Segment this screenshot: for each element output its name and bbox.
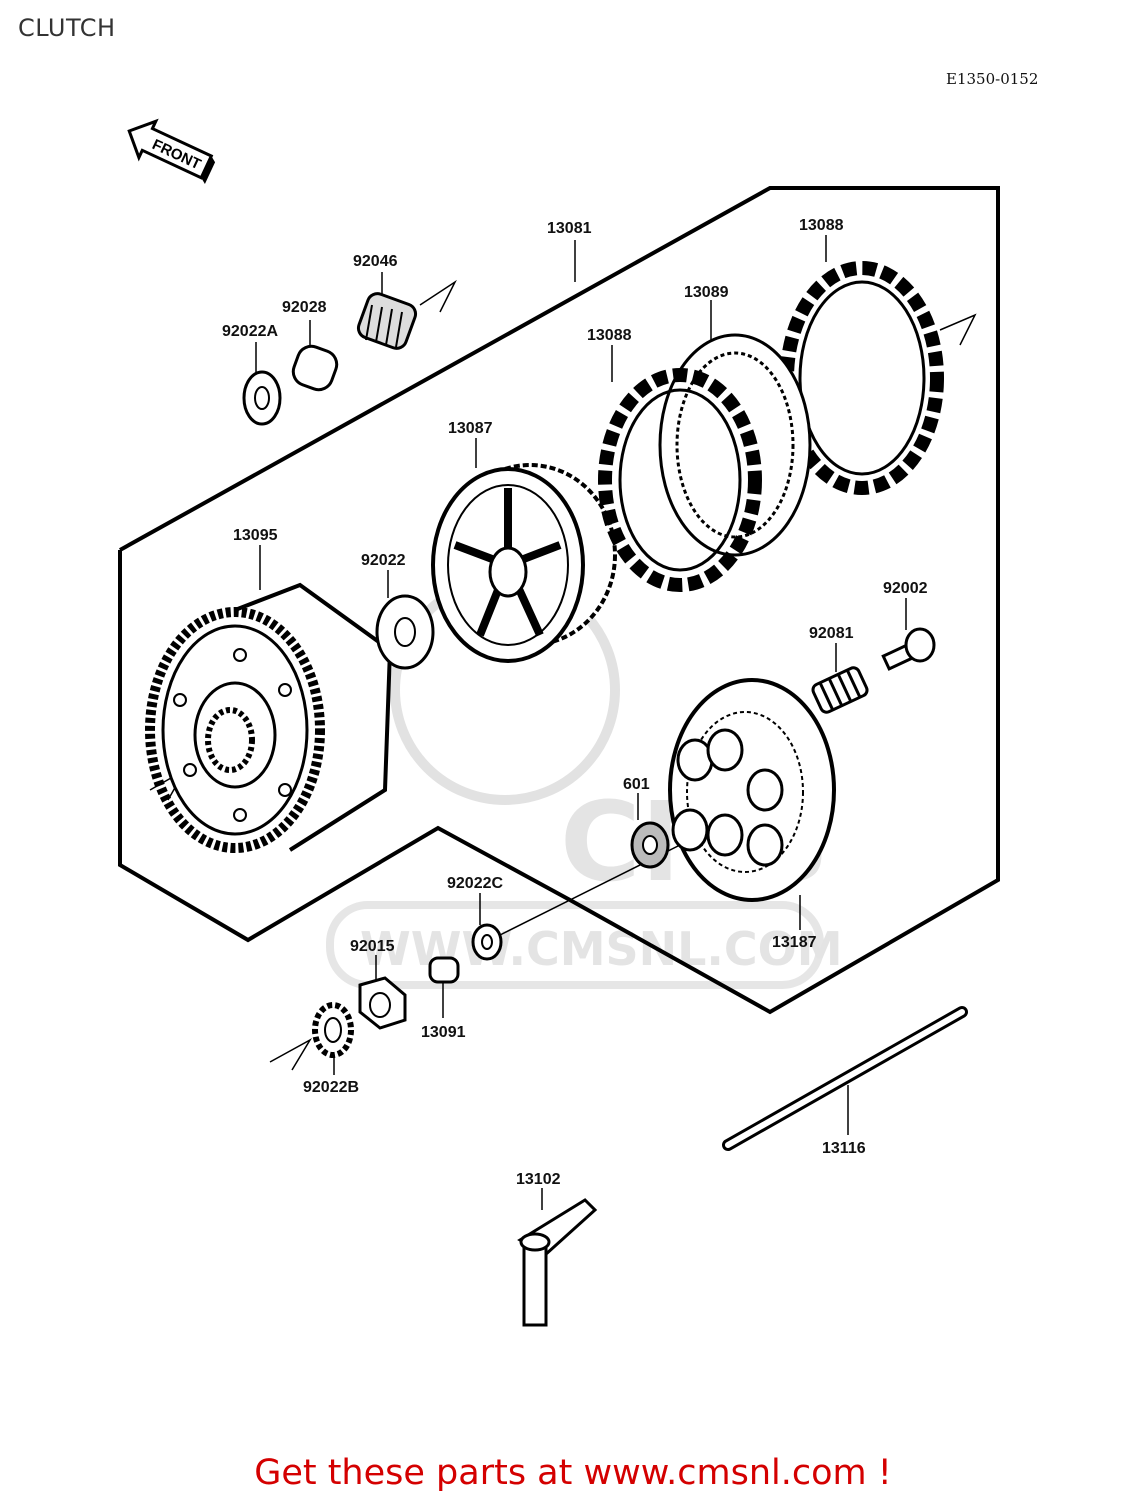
part-labels: 13081 13088 13089 13088 92046 92028 9202… bbox=[222, 217, 928, 1188]
footer-promo-link[interactable]: Get these parts at www.cmsnl.com ! bbox=[254, 1453, 892, 1493]
clutch-housing-13095 bbox=[145, 582, 393, 853]
label-13089: 13089 bbox=[684, 284, 729, 301]
label-92015: 92015 bbox=[350, 938, 395, 955]
label-92022: 92022 bbox=[361, 552, 406, 569]
label-92022A: 92022A bbox=[222, 323, 278, 340]
lockwasher-92022B bbox=[312, 1002, 354, 1058]
friction-plate-13088-front bbox=[598, 368, 762, 592]
nut-92015 bbox=[358, 976, 407, 1030]
label-13081: 13081 bbox=[547, 220, 592, 237]
label-13091: 13091 bbox=[421, 1024, 466, 1041]
washer-92022C bbox=[471, 923, 503, 961]
label-92028: 92028 bbox=[282, 299, 327, 316]
clutch-hub-13087 bbox=[431, 463, 617, 663]
diagram-code: E1350-0152 bbox=[946, 70, 1039, 88]
spring-92081 bbox=[811, 666, 869, 714]
bearing-601 bbox=[630, 821, 670, 869]
label-13088-rear: 13088 bbox=[799, 217, 844, 234]
collar-13091 bbox=[428, 956, 460, 984]
parts-diagram: CMS WWW.CMSNL.COM FRONT bbox=[118, 118, 1000, 1327]
washer-92022 bbox=[375, 594, 435, 670]
label-13087: 13087 bbox=[448, 420, 493, 437]
bearing-92046 bbox=[356, 292, 418, 350]
label-601: 601 bbox=[623, 776, 650, 793]
label-13102: 13102 bbox=[516, 1171, 561, 1188]
sleeve-92028 bbox=[291, 344, 339, 392]
page-title: CLUTCH bbox=[18, 14, 116, 42]
label-13095: 13095 bbox=[233, 527, 278, 544]
pushrod-13116 bbox=[722, 1006, 968, 1151]
washer-92022A bbox=[242, 370, 282, 426]
label-13088-front: 13088 bbox=[587, 327, 632, 344]
label-13116: 13116 bbox=[822, 1140, 866, 1157]
pressure-plate-13187 bbox=[668, 678, 836, 902]
label-92022C: 92022C bbox=[447, 875, 503, 892]
label-92022B: 92022B bbox=[303, 1079, 359, 1096]
front-arrow: FRONT bbox=[127, 118, 216, 184]
label-92002: 92002 bbox=[883, 580, 928, 597]
label-92081: 92081 bbox=[809, 625, 854, 642]
label-13187: 13187 bbox=[772, 934, 817, 951]
lever-13102 bbox=[517, 1198, 598, 1327]
bolt-92002 bbox=[881, 627, 936, 671]
label-92046: 92046 bbox=[353, 253, 398, 270]
assembly-frame bbox=[118, 186, 1000, 1015]
